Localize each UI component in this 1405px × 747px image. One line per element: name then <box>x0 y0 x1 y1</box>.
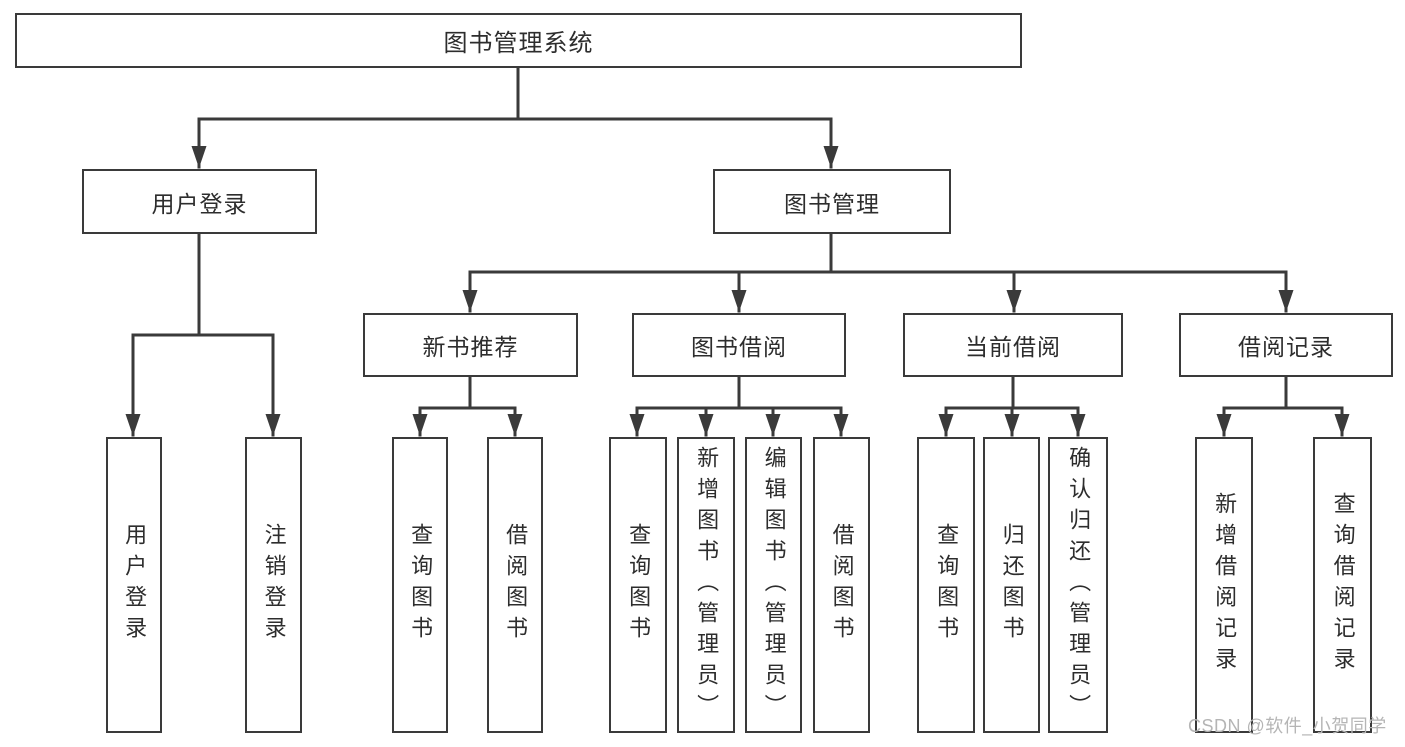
node-book-borrow: 图书借阅 <box>632 313 846 377</box>
node-book-management-label: 图书管理 <box>784 190 880 217</box>
node-user-login-label: 用户登录 <box>151 190 248 217</box>
leaf-label: 用户登录 <box>122 523 148 647</box>
node-new-book-recommend: 新书推荐 <box>363 313 578 377</box>
node-book-management: 图书管理 <box>713 169 951 234</box>
node-root-label: 图书管理系统 <box>443 30 594 57</box>
leaf-label: 借阅图书 <box>503 523 529 647</box>
leaf-cb-confirm-return-admin: 确认归还（管理员） <box>1048 437 1108 733</box>
leaf-label: 新增图书（管理员） <box>694 445 720 725</box>
leaf-label: 归还图书 <box>999 523 1025 647</box>
leaf-bb-edit-books-admin: 编辑图书（管理员） <box>745 437 802 733</box>
node-user-login: 用户登录 <box>82 169 317 234</box>
leaf-br-query-borrow-record: 查询借阅记录 <box>1313 437 1372 733</box>
leaf-label: 确认归还（管理员） <box>1066 445 1092 725</box>
leaf-nbr-query-books: 查询图书 <box>392 437 448 733</box>
node-current-borrow: 当前借阅 <box>903 313 1123 377</box>
node-book-borrow-label: 图书借阅 <box>691 334 787 360</box>
node-root: 图书管理系统 <box>15 13 1022 68</box>
leaf-label: 注销登录 <box>261 523 287 647</box>
csdn-watermark: CSDN @软件_小贺同学 <box>1188 716 1387 736</box>
leaf-bb-query-books: 查询图书 <box>609 437 667 733</box>
leaf-nbr-borrow-books: 借阅图书 <box>487 437 543 733</box>
leaf-label: 借阅图书 <box>829 523 855 647</box>
leaf-label: 新增借阅记录 <box>1212 492 1238 678</box>
leaf-label: 查询图书 <box>934 523 960 647</box>
leaf-bb-borrow-books: 借阅图书 <box>813 437 870 733</box>
node-new-book-recommend-label: 新书推荐 <box>422 334 519 360</box>
leaf-label: 编辑图书（管理员） <box>761 445 787 725</box>
leaf-br-add-borrow-record: 新增借阅记录 <box>1195 437 1253 733</box>
node-borrow-record-label: 借阅记录 <box>1238 334 1334 360</box>
leaf-label: 查询图书 <box>626 523 652 647</box>
leaf-cb-return-books: 归还图书 <box>983 437 1040 733</box>
node-current-borrow-label: 当前借阅 <box>965 334 1061 360</box>
leaf-user-login-logout: 注销登录 <box>245 437 302 733</box>
leaf-label: 查询图书 <box>408 523 434 647</box>
leaf-bb-add-books-admin: 新增图书（管理员） <box>677 437 735 733</box>
leaf-label: 查询借阅记录 <box>1330 492 1356 678</box>
node-borrow-record: 借阅记录 <box>1179 313 1393 377</box>
leaf-user-login-login: 用户登录 <box>106 437 162 733</box>
leaf-cb-query-books: 查询图书 <box>917 437 975 733</box>
